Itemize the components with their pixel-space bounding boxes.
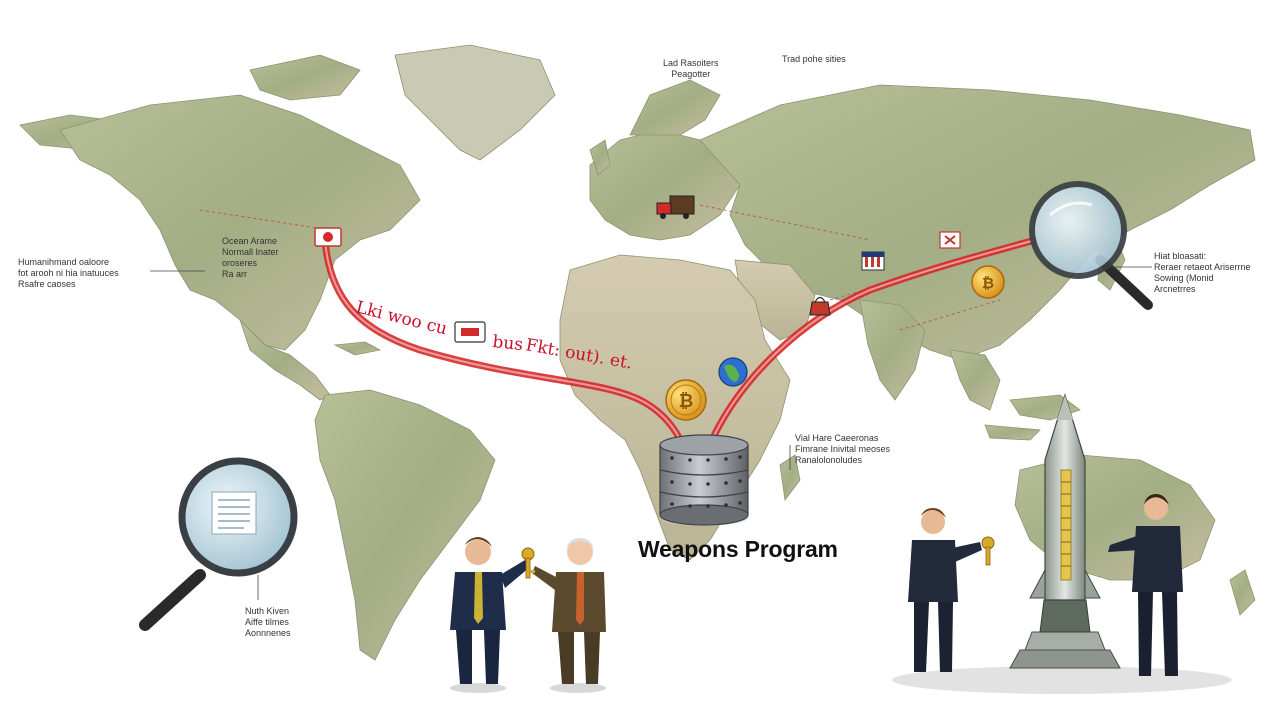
businessman-rocket-right <box>1108 494 1183 676</box>
bitcoin-coin-icon: ₿ <box>971 265 1005 299</box>
annotation-line: Rsafre caoses <box>18 279 76 289</box>
truck-icon <box>656 195 695 219</box>
annotation-line: Arcnetrres <box>1154 284 1196 294</box>
flag-icon <box>861 251 885 271</box>
annotation-line: Aonnnenes <box>245 628 291 638</box>
arctic-islands <box>249 54 361 101</box>
vault-icon <box>659 434 749 526</box>
bag-icon <box>809 296 831 316</box>
cash-icon <box>454 321 486 343</box>
north-america <box>59 94 421 351</box>
magnifier-icon <box>139 457 298 631</box>
annotation-top-center: Lad Rasoiters Peagotter <box>663 58 719 80</box>
annotation-west: Humanihmand oaloore fot arooh ni hia ina… <box>18 257 119 290</box>
key-icon <box>521 547 535 579</box>
svg-text:₿: ₿ <box>982 274 994 292</box>
annotation-line: Nuth Kiven <box>245 606 290 616</box>
flag-icon <box>939 231 961 249</box>
annotation-line: Ra arr <box>222 269 248 279</box>
annotation-line: Normall Inater <box>222 247 279 257</box>
businessman-rocket-left <box>908 508 982 672</box>
annotation-bottom-left: Nuth Kiven Aiffe tilmes Aonnnenes <box>245 606 291 639</box>
south-america <box>314 389 496 661</box>
annotation-line: Lad Rasoiters <box>663 58 719 68</box>
annotation-line: Ocean Arame <box>222 236 278 246</box>
businessman-right <box>532 538 606 693</box>
annotation-east: Hiat bloasati: Reraer retaeot Ariserrne … <box>1154 251 1251 295</box>
annotation-line: fot arooh ni hia inatuuces <box>18 268 119 278</box>
greenland <box>394 44 556 161</box>
svg-text:₿: ₿ <box>679 391 694 412</box>
bitcoin-coin-icon: ₿ <box>665 379 707 421</box>
annotation-line: Vial Hare Caeeronas <box>795 433 879 443</box>
india <box>859 299 926 401</box>
annotation-leaders <box>150 266 1152 600</box>
businessman-left <box>450 537 530 693</box>
annotation-line: Aiffe tilmes <box>245 617 289 627</box>
key-icon <box>981 536 995 566</box>
flag-icon <box>314 227 342 247</box>
annotation-line: Hiat bloasati: <box>1154 251 1207 261</box>
annotation-north-america: Ocean Arame Normall Inater oroseres Ra a… <box>222 236 279 280</box>
annotation-line: Humanihmand oaloore <box>18 257 110 267</box>
annotation-top-right: Trad pohe sities <box>782 54 846 65</box>
annotation-line: Peagotter <box>671 69 711 79</box>
magnifier-icon <box>1029 181 1153 310</box>
annotation-line: Fimrane Inivital meoses <box>795 444 891 454</box>
annotation-line: oroseres <box>222 258 258 268</box>
annotation-line: Sowing (Monid <box>1154 273 1214 283</box>
annotation-line: Ranalolonoludes <box>795 455 863 465</box>
page-title: Weapons Program <box>638 536 838 562</box>
annotation-line: Reraer retaeot Ariserrne <box>1154 262 1251 272</box>
annotation-africa-east: Vial Hare Caeeronas Fimrane Inivital meo… <box>795 433 890 466</box>
route-label-left: Lki woo cu <box>354 297 449 339</box>
globe-icon <box>718 357 748 387</box>
money-route <box>321 236 1039 444</box>
route-label-middle: bus <box>491 332 523 355</box>
annotation-line: Trad pohe sities <box>782 54 846 64</box>
